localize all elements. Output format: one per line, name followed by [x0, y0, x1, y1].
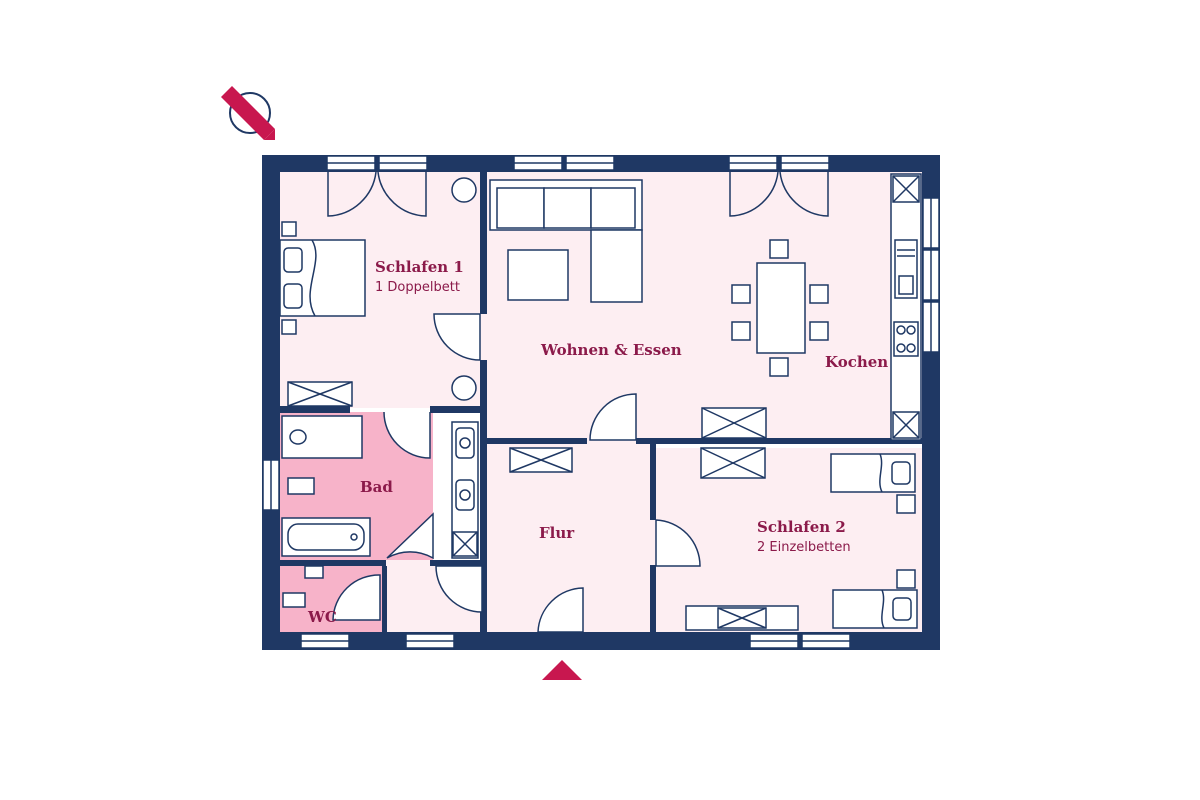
kochen-title: Kochen — [825, 353, 888, 371]
living-furniture — [489, 179, 829, 439]
flur-title: Flur — [539, 524, 575, 542]
compass-north-icon — [221, 86, 275, 140]
wc-furniture — [282, 565, 324, 608]
schlafen2-title: Schlafen 2 — [757, 518, 846, 536]
flur-furniture — [509, 447, 573, 473]
schlafen2-subtitle: 2 Einzelbetten — [757, 540, 851, 555]
wc-title: WC — [307, 608, 337, 626]
bad-furniture — [281, 415, 479, 559]
bad-title: Bad — [360, 478, 393, 496]
schlafen1-subtitle: 1 Doppelbett — [375, 280, 460, 295]
schlafen2-furniture — [685, 447, 918, 631]
entrance-arrow-icon — [542, 660, 582, 680]
schlafen1-title: Schlafen 1 — [375, 258, 464, 276]
schlafen1-furniture — [279, 177, 477, 407]
kitchen-counter — [890, 173, 922, 441]
doors — [327, 171, 829, 633]
wohnen-title: Wohnen & Essen — [540, 341, 682, 359]
windows — [262, 155, 940, 649]
interior-walls — [280, 172, 922, 632]
